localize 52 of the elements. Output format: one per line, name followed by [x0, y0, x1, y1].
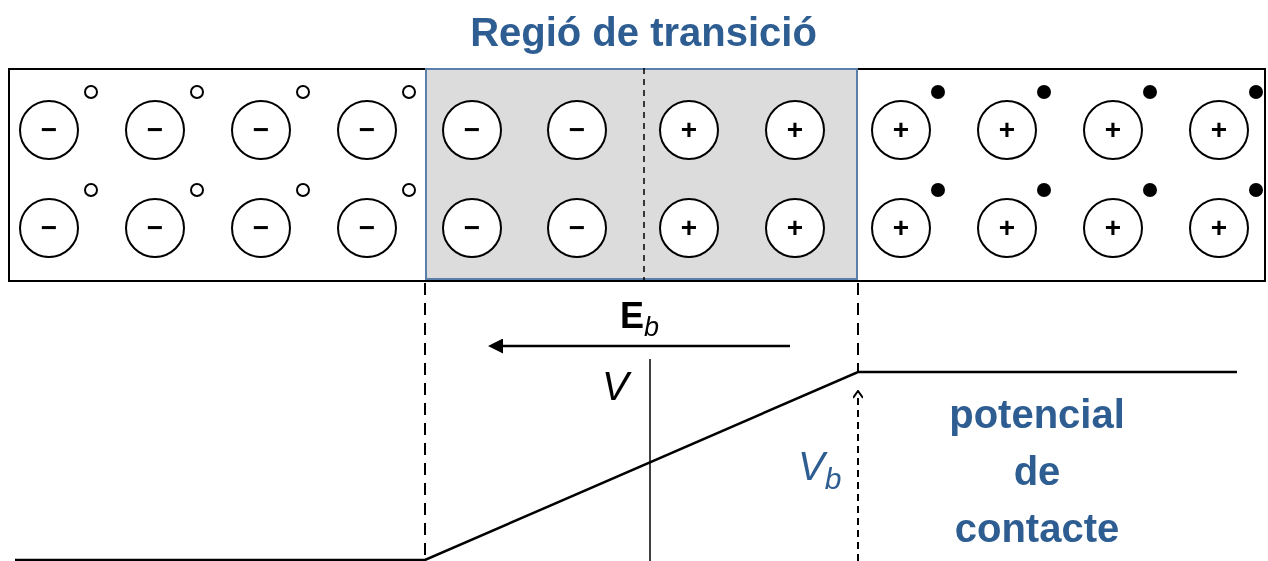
charge-sign: +: [1104, 214, 1122, 242]
charge-sign: +: [680, 214, 698, 242]
ion-circle: [1189, 198, 1249, 258]
charge-sign: −: [568, 214, 586, 242]
charge-sign: −: [463, 116, 481, 144]
ion-circle: [1189, 100, 1249, 160]
ion-circle: [442, 100, 502, 160]
ion-circle: [231, 100, 291, 160]
ion-circle: [547, 198, 607, 258]
charge-sign: −: [252, 214, 270, 242]
charge-sign: −: [358, 116, 376, 144]
ion-circle: [125, 100, 185, 160]
ion-circle: [231, 198, 291, 258]
ion-circle: [659, 198, 719, 258]
ion-circle: [977, 198, 1037, 258]
charge-sign: +: [998, 214, 1016, 242]
ion-circle: [871, 100, 931, 160]
ion-circle: [125, 198, 185, 258]
ion-circle: [1083, 198, 1143, 258]
charge-sign: +: [892, 116, 910, 144]
ion-circle: [765, 100, 825, 160]
charge-sign: −: [40, 116, 58, 144]
charge-sign: +: [1104, 116, 1122, 144]
charge-sign: +: [680, 116, 698, 144]
charge-sign: +: [1210, 116, 1228, 144]
charge-sign: −: [146, 214, 164, 242]
field-label: E$_{b}$: [620, 296, 660, 343]
charge-sign: −: [568, 116, 586, 144]
annotation-text: potencial de contacte: [948, 391, 1126, 552]
charge-sign: −: [252, 116, 270, 144]
charge-sign: +: [786, 214, 804, 242]
charge-sign: +: [892, 214, 910, 242]
charge-sign: −: [358, 214, 376, 242]
charge-sign: −: [146, 116, 164, 144]
charge-sign: +: [786, 116, 804, 144]
ion-circle: [19, 198, 79, 258]
ion-circle: [659, 100, 719, 160]
ion-circle: [337, 100, 397, 160]
charge-sign: +: [998, 116, 1016, 144]
charge-sign: −: [463, 214, 481, 242]
charge-sign: −: [40, 214, 58, 242]
ion-circle: [765, 198, 825, 258]
barrier-label: V$_{b}$: [798, 444, 842, 495]
ion-circle: [442, 198, 502, 258]
ion-circle: [871, 198, 931, 258]
charge-sign: +: [1210, 214, 1228, 242]
ion-circle: [19, 100, 79, 160]
region-title: Regió de transició: [469, 10, 818, 55]
ion-circle: [337, 198, 397, 258]
ion-circle: [547, 100, 607, 160]
ion-circle: [977, 100, 1037, 160]
ion-circle: [1083, 100, 1143, 160]
